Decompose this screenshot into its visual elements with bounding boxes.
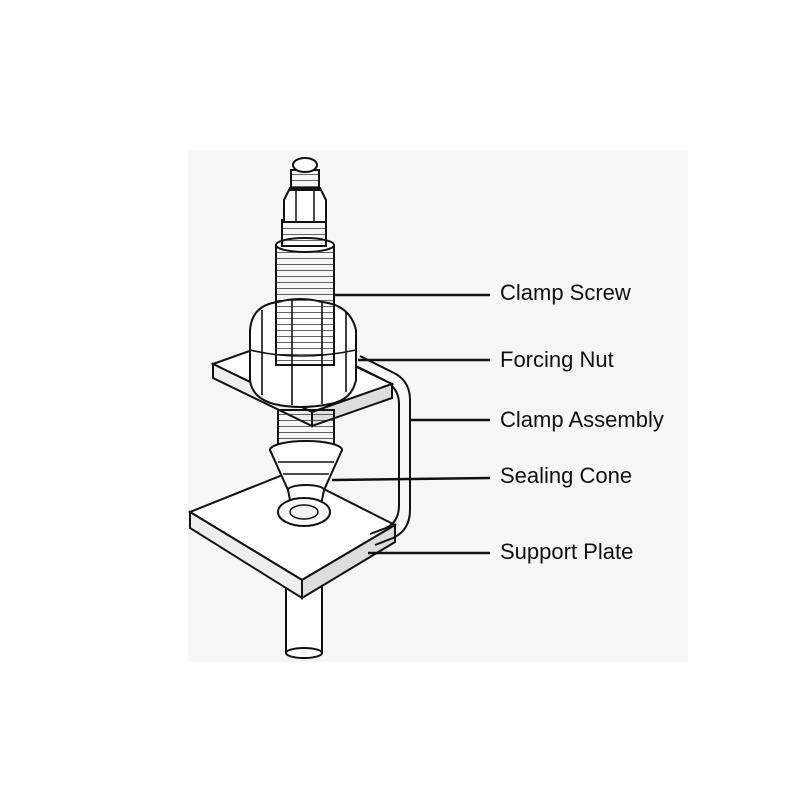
support-plate-part [187, 470, 398, 600]
sealing-cone-part [269, 440, 343, 527]
clamp-screw-part [275, 157, 335, 366]
label-sealing-cone: Sealing Cone [500, 463, 633, 488]
label-forcing-nut: Forcing Nut [500, 347, 614, 372]
label-clamp-screw: Clamp Screw [500, 280, 631, 305]
background-panel [188, 150, 688, 662]
label-clamp-assembly: Clamp Assembly [500, 407, 664, 432]
label-support-plate: Support Plate [500, 539, 634, 564]
leader-line-sealing-cone [331, 476, 491, 482]
